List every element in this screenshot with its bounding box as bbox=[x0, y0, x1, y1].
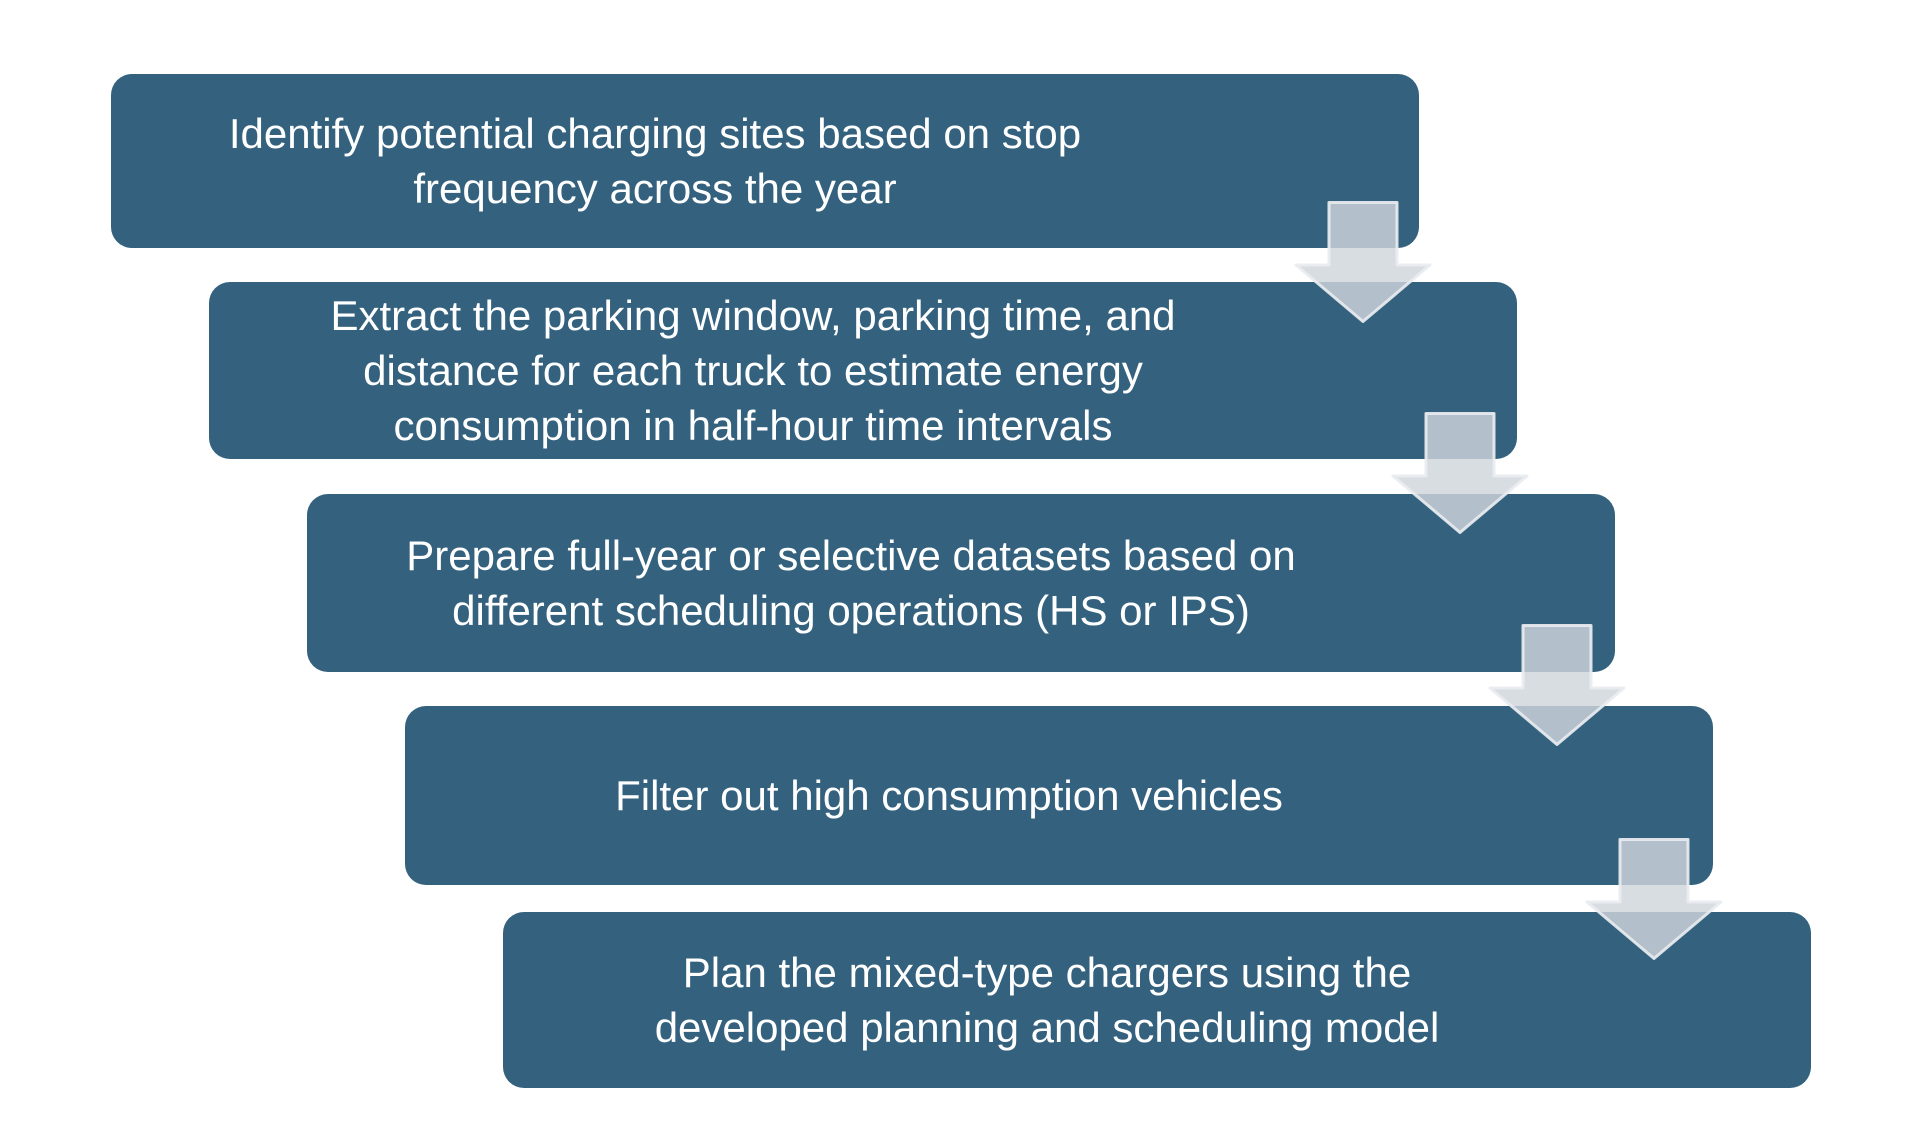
down-arrow-shape bbox=[1585, 838, 1723, 960]
down-arrow-shape bbox=[1488, 624, 1626, 746]
down-arrow-icon-1 bbox=[1294, 201, 1432, 323]
down-arrow-icon-2 bbox=[1391, 412, 1529, 534]
step-text-3: Prepare full-year or selective datasets … bbox=[406, 532, 1296, 634]
down-arrow-icon-4 bbox=[1585, 838, 1723, 960]
down-arrow-icon-3 bbox=[1488, 624, 1626, 746]
step-box-1: Identify potential charging sites based … bbox=[111, 74, 1419, 248]
step-box-5: Plan the mixed-type chargers using the d… bbox=[503, 912, 1811, 1088]
step-text-1: Identify potential charging sites based … bbox=[228, 110, 1082, 212]
step-text-4: Filter out high consumption vehicles bbox=[615, 772, 1283, 819]
step-box-2: Extract the parking window, parking time… bbox=[209, 282, 1517, 459]
step-text-2: Extract the parking window, parking time… bbox=[330, 292, 1176, 449]
down-arrow-shape bbox=[1391, 412, 1529, 534]
step-box-4: Filter out high consumption vehicles bbox=[405, 706, 1713, 885]
step-box-3: Prepare full-year or selective datasets … bbox=[307, 494, 1615, 672]
step-text-5: Plan the mixed-type chargers using the d… bbox=[654, 949, 1440, 1051]
down-arrow-shape bbox=[1294, 201, 1432, 323]
